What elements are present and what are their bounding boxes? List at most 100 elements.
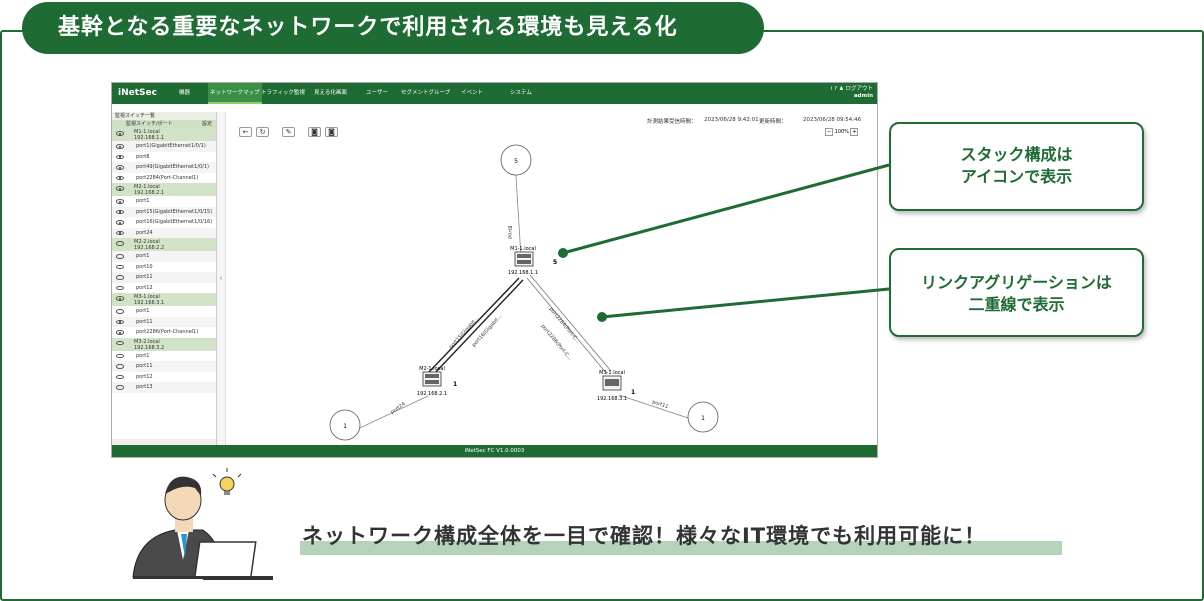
visibility-eye-icon[interactable] bbox=[116, 144, 124, 149]
port-row[interactable]: port2284(Port-Channel1) bbox=[112, 173, 216, 184]
settings-link[interactable]: 設定 bbox=[201, 121, 212, 127]
visibility-eye-icon[interactable] bbox=[116, 353, 124, 358]
port-row[interactable]: port8 bbox=[112, 152, 216, 163]
link-lag-m3a bbox=[526, 277, 608, 375]
port-row[interactable]: port11 bbox=[112, 361, 216, 372]
nav-events[interactable]: イベント bbox=[461, 90, 484, 96]
visibility-eye-icon[interactable] bbox=[116, 209, 124, 214]
camera-icon[interactable]: ◙ bbox=[308, 127, 321, 137]
zoom-out-button[interactable]: − bbox=[825, 128, 833, 136]
row-label: port1 bbox=[136, 352, 150, 359]
visibility-eye-icon[interactable] bbox=[116, 374, 124, 379]
row-label: port11 bbox=[136, 363, 153, 369]
port-row[interactable]: port1 bbox=[112, 306, 216, 317]
visibility-eye-icon[interactable] bbox=[116, 230, 124, 235]
zoom-in-button[interactable]: + bbox=[850, 128, 859, 136]
edit-button[interactable]: ✎ bbox=[282, 127, 295, 137]
port-row[interactable]: port12 bbox=[112, 372, 216, 383]
visibility-eye-icon[interactable] bbox=[116, 254, 124, 259]
nav-users[interactable]: ユーザー bbox=[366, 90, 388, 96]
refresh-button[interactable]: ↻ bbox=[256, 127, 269, 137]
app-footer: iNetSec FC V1.0.0003 bbox=[112, 445, 877, 457]
visibility-eye-icon[interactable] bbox=[116, 264, 124, 269]
client-bubble-2 bbox=[329, 409, 361, 441]
visibility-eye-icon[interactable] bbox=[116, 220, 124, 225]
visibility-eye-icon[interactable] bbox=[116, 165, 124, 170]
port-row[interactable]: port2286(Port-Channel1) bbox=[112, 327, 216, 338]
logout-link[interactable]: i ? ♟ ログアウト bbox=[830, 86, 873, 92]
port-row[interactable]: port12 bbox=[112, 283, 216, 294]
visibility-eye-icon[interactable] bbox=[116, 340, 124, 345]
visibility-eye-icon[interactable] bbox=[116, 309, 124, 314]
port-row[interactable]: port24 bbox=[112, 227, 216, 238]
port-row[interactable]: port11 bbox=[112, 272, 216, 283]
port-row[interactable]: port1 bbox=[112, 351, 216, 362]
visibility-eye-icon[interactable] bbox=[116, 154, 124, 159]
tagline: ネットワーク構成全体を一目で確認！様々なIT環境でも利用可能に！ bbox=[302, 524, 987, 548]
visibility-eye-icon[interactable] bbox=[116, 199, 124, 204]
horizontal-scrollbar[interactable] bbox=[112, 439, 216, 445]
camera-settings-icon[interactable]: ◙ bbox=[325, 127, 338, 137]
visibility-eye-icon[interactable] bbox=[116, 275, 124, 280]
port-row[interactable]: port49(GigabitEthernet1/0/1) bbox=[112, 162, 216, 173]
visibility-eye-icon[interactable] bbox=[116, 131, 124, 136]
node-m3-count: 1 bbox=[631, 389, 635, 396]
node-m2-name: M2-1.local bbox=[419, 366, 445, 372]
row-label: port15(GigabitEthernet1/0/15) bbox=[136, 208, 213, 215]
zoom-level: 100% bbox=[834, 129, 849, 135]
app-window: iNetSec 機器 ネットワークマップ トラフィック監視 見える化画面 ユーザ… bbox=[111, 82, 878, 458]
switch-node-m3[interactable]: M3-1.local 192.168.3.1 1 bbox=[597, 370, 635, 402]
row-label: M3-1.local bbox=[134, 294, 160, 300]
port-row[interactable]: port1 bbox=[112, 196, 216, 207]
link-lag-m2b bbox=[432, 279, 524, 376]
link-label-port8: port8 bbox=[507, 225, 514, 239]
client-bubble-1 bbox=[500, 144, 532, 176]
row-label: port2284(Port-Channel1) bbox=[136, 174, 199, 181]
switch-node-m2[interactable]: M2-1.local 192.168.2.1 1 bbox=[417, 366, 457, 397]
port-row[interactable]: port1(GigabitEthernet1/0/1) bbox=[112, 141, 216, 152]
port-row[interactable]: port13 bbox=[112, 382, 216, 393]
visibility-eye-icon[interactable] bbox=[116, 175, 124, 180]
port-row[interactable]: port11 bbox=[112, 316, 216, 327]
client-bubble-3 bbox=[687, 401, 719, 433]
nav-devices[interactable]: 機器 bbox=[179, 90, 191, 96]
callout-lag-line1: リンクアグリゲーションは bbox=[921, 273, 1112, 292]
port-row[interactable]: port16(GigabitEthernet1/0/16) bbox=[112, 217, 216, 228]
visibility-eye-icon[interactable] bbox=[116, 285, 124, 290]
visibility-eye-icon[interactable] bbox=[116, 364, 124, 369]
user-menu[interactable]: i ? ♟ ログアウト admin bbox=[831, 86, 873, 100]
row-label: port8 bbox=[136, 153, 150, 160]
row-label: port49(GigabitEthernet1/0/1) bbox=[136, 164, 209, 170]
switch-node-m1[interactable]: M1-1.local 192.168.1.1 5 bbox=[508, 246, 557, 276]
visibility-eye-icon[interactable] bbox=[116, 319, 124, 324]
sidebar-subheading-label: 監視スイッチ/ポート bbox=[126, 121, 173, 127]
nav-traffic[interactable]: トラフィック監視 bbox=[261, 90, 305, 96]
visibility-eye-icon[interactable] bbox=[116, 241, 124, 246]
visibility-eye-icon[interactable] bbox=[116, 186, 124, 191]
port-row[interactable]: port15(GigabitEthernet1/0/15) bbox=[112, 206, 216, 217]
port-row[interactable]: port10 bbox=[112, 262, 216, 273]
nav-network-map[interactable]: ネットワークマップ bbox=[208, 83, 262, 104]
row-label: port12 bbox=[136, 373, 153, 380]
visibility-eye-icon[interactable] bbox=[116, 296, 124, 301]
link-label-port11: port11 bbox=[651, 399, 669, 410]
callout-stack-line1: スタック構成は bbox=[960, 145, 1073, 164]
nav-segment-group[interactable]: セグメントグループ bbox=[401, 90, 451, 96]
visibility-eye-icon[interactable] bbox=[116, 385, 124, 390]
nav-visualize[interactable]: 見える化画面 bbox=[314, 90, 347, 96]
row-label: port24 bbox=[136, 229, 153, 236]
network-map-canvas[interactable]: 計測結果受信時間： 2023/06/28 9:42:01 更新時間： 2023/… bbox=[227, 104, 877, 447]
back-button[interactable]: ← bbox=[239, 127, 252, 137]
collapse-sidebar-handle[interactable]: ‹ bbox=[217, 112, 226, 445]
person-at-laptop-illustration bbox=[132, 468, 273, 580]
sidebar-subheading: 監視スイッチ/ポート 設定 bbox=[112, 120, 216, 128]
row-ip: 192.168.2.2 bbox=[134, 245, 165, 251]
nav-system[interactable]: システム bbox=[510, 90, 532, 96]
port-row[interactable]: port1 bbox=[112, 251, 216, 262]
visibility-eye-icon[interactable] bbox=[116, 330, 124, 335]
